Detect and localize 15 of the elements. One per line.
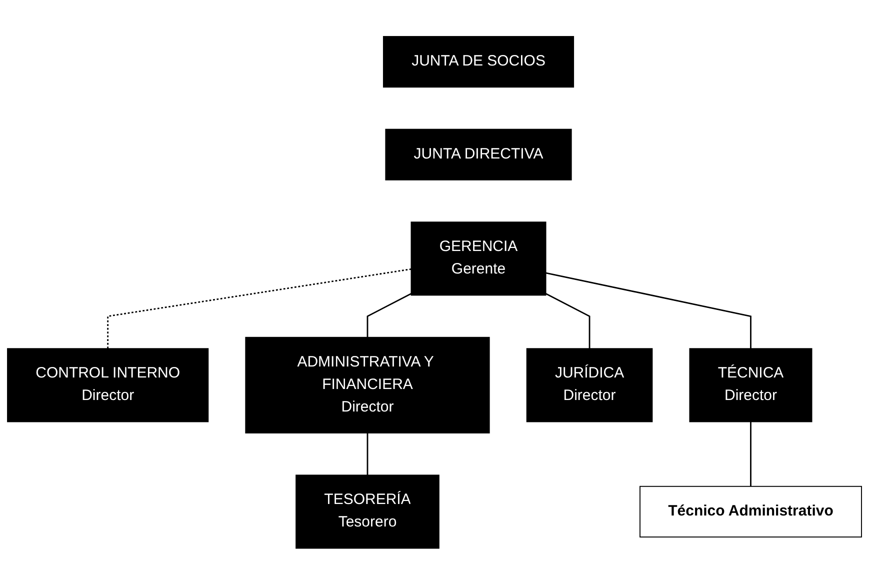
node-box: TÉCNICA Director [689,348,812,422]
node-box: JUNTA DIRECTIVA [385,128,572,180]
node-box: TESORERÍA Tesorero [296,474,440,549]
connector [107,268,412,349]
node-box: JUNTA DE SOCIOS [382,36,574,88]
node-box: CONTROL INTERNO Director [7,348,209,422]
node-box: JURÍDICA Director [526,348,653,422]
connector [545,293,590,349]
node-box: ADMINISTRATIVA Y FINANCIERA Director [245,337,490,434]
connector [366,433,368,476]
connector [546,272,752,349]
connector [366,293,412,338]
node-box: Técnico Administrativo [640,486,862,538]
connector [750,422,752,487]
node-box: GERENCIA Gerente [410,222,546,296]
